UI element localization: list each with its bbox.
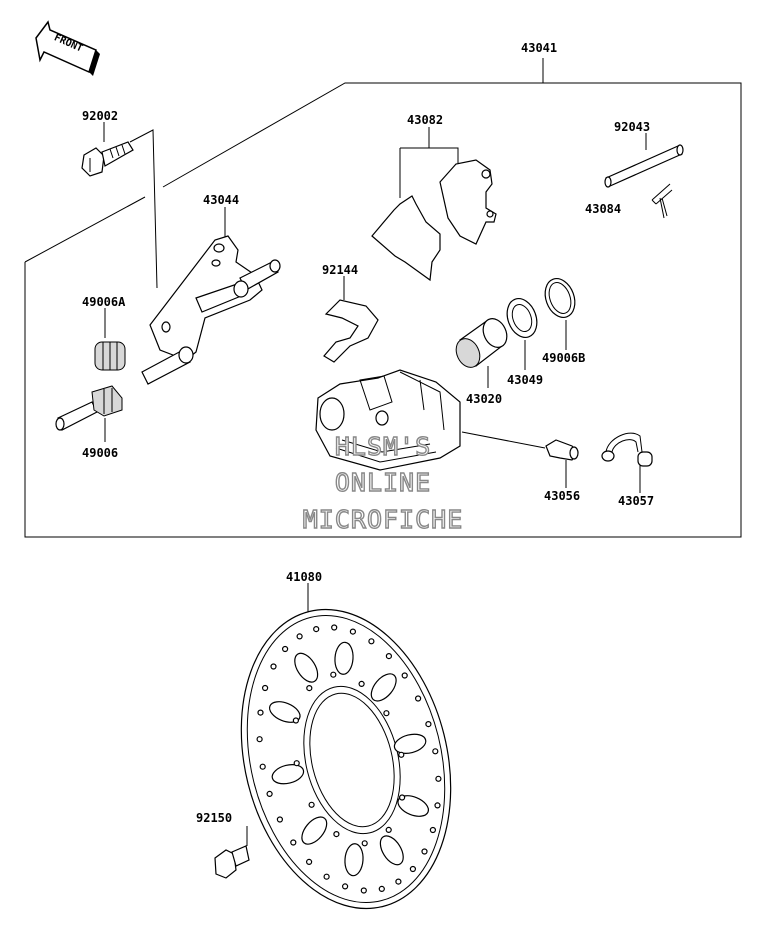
pin-49006: [55, 385, 123, 431]
part-label-92144: 92144: [322, 263, 358, 277]
disc-hole: [259, 763, 266, 770]
part-label-43041: 43041: [521, 41, 557, 55]
disc-hole: [308, 801, 315, 808]
front-arrow-icon: FRONT: [35, 20, 100, 76]
disc-hole: [401, 672, 408, 679]
disc-hole: [266, 790, 273, 798]
disc-hole: [358, 680, 365, 688]
disc-slot: [370, 673, 397, 702]
disc-hole: [398, 751, 405, 758]
disc-hole: [323, 873, 330, 880]
disc-hole: [368, 638, 375, 645]
disc-slot: [334, 641, 354, 675]
part-label-43056: 43056: [544, 489, 580, 503]
part-labels: 43041 92002 43082 92043 43084 43044 9214…: [82, 41, 654, 825]
disc-hole: [415, 695, 422, 702]
disc-hole: [262, 684, 269, 692]
disc-hole: [409, 865, 416, 873]
disc-slot: [397, 795, 430, 817]
disc-hole: [290, 839, 297, 846]
disc-hole: [425, 720, 432, 728]
disc-hole: [395, 878, 402, 885]
disc-hole: [429, 826, 436, 834]
part-label-43082: 43082: [407, 113, 443, 127]
seal-43049: [506, 298, 538, 338]
part-label-49006: 49006: [82, 446, 118, 460]
disc-hole: [306, 684, 313, 692]
disc-hole: [306, 858, 313, 866]
cap-43057: [601, 432, 653, 467]
part-label-43020: 43020: [466, 392, 502, 406]
disc-hole: [330, 671, 337, 678]
disc-slot: [268, 701, 301, 723]
piston-43020: [455, 318, 508, 368]
disc-slot: [393, 733, 427, 754]
disc-hole: [432, 748, 439, 755]
seal-49006B: [544, 278, 576, 318]
leader-lines: [103, 122, 647, 846]
disc-hole: [256, 736, 263, 743]
part-label-43049: 43049: [507, 373, 543, 387]
brake-pads-43082: [371, 159, 497, 282]
disc-hole: [293, 760, 300, 767]
disc-hole: [282, 645, 289, 653]
disc-hole: [378, 885, 385, 893]
disc-hole: [270, 663, 277, 670]
part-label-41080: 41080: [286, 570, 322, 584]
bolt-92150: [214, 845, 250, 879]
disc-hole: [434, 802, 441, 809]
part-label-49006B: 49006B: [542, 351, 585, 365]
disc-hole: [399, 794, 406, 801]
caliper-assembly-outline: [24, 58, 742, 538]
part-label-49006A: 49006A: [82, 295, 126, 309]
watermark-line-1: HLSM'S: [335, 432, 431, 461]
part-label-43044: 43044: [203, 193, 239, 207]
disc-hole: [313, 625, 320, 633]
disc-hole: [333, 830, 340, 838]
watermark: HLSM'S ONLINE MICROFICHE: [302, 431, 464, 534]
clip-43084: [651, 183, 673, 219]
caliper-body: [315, 369, 461, 471]
part-label-43057: 43057: [618, 494, 654, 508]
part-label-92150: 92150: [196, 811, 232, 825]
pad-pin-92043: [604, 144, 684, 188]
disc-hole: [421, 848, 428, 855]
caliper-bracket-43044: [141, 235, 281, 385]
disc-hole: [331, 624, 338, 631]
bolt-92002: [81, 141, 134, 177]
brake-disc-41080: [240, 608, 452, 910]
disc-slot: [301, 816, 328, 845]
disc-slot: [344, 843, 364, 877]
disc-hole: [361, 840, 368, 847]
disc-hole: [257, 709, 264, 716]
disc-hole: [292, 717, 299, 724]
boot-49006A: [94, 341, 126, 371]
disc-slot: [271, 764, 305, 785]
disc-hole: [276, 816, 283, 823]
part-label-92043: 92043: [614, 120, 650, 134]
disc-hole: [296, 633, 303, 640]
bleeder-43056: [545, 439, 579, 461]
part-label-92002: 92002: [82, 109, 118, 123]
part-label-43084: 43084: [585, 202, 621, 216]
watermark-line-3: MICROFICHE: [303, 505, 464, 534]
disc-hole: [349, 628, 356, 635]
disc-hole: [360, 887, 367, 894]
disc-hole: [383, 710, 390, 717]
disc-hole: [435, 775, 442, 782]
disc-hole: [385, 826, 392, 834]
disc-hole: [342, 883, 349, 890]
disc-slot: [379, 835, 404, 866]
watermark-line-2: ONLINE: [335, 468, 431, 497]
disc-hole: [385, 652, 392, 660]
spring-92144: [323, 299, 379, 363]
disc-slot: [294, 652, 319, 683]
